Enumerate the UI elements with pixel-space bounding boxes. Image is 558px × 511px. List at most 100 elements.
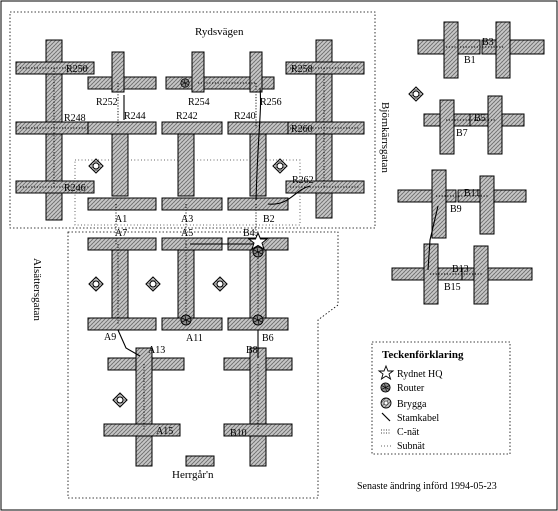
building-r240-h bbox=[227, 121, 289, 135]
router-icon bbox=[252, 314, 264, 326]
building-a3-v bbox=[177, 133, 195, 197]
district-outlines bbox=[9, 11, 376, 499]
building-a1-h bbox=[87, 197, 157, 211]
label-a13: A13 bbox=[148, 345, 165, 356]
building-a15-h bbox=[103, 423, 181, 437]
c-net-lines bbox=[20, 46, 504, 430]
building-a7-v bbox=[111, 249, 129, 319]
label-r250: R250 bbox=[66, 64, 88, 75]
building-r244-h bbox=[87, 121, 157, 135]
label-r260: R260 bbox=[291, 124, 313, 135]
label-r258: R258 bbox=[291, 64, 313, 75]
building-r262-h bbox=[285, 180, 365, 194]
building-a1-v bbox=[111, 133, 129, 197]
bridges bbox=[88, 86, 424, 408]
label-b10: B10 bbox=[230, 428, 247, 439]
trunk-r256-b2 bbox=[255, 87, 262, 201]
label-b11: B11 bbox=[464, 188, 480, 199]
hq-star-icon bbox=[377, 364, 395, 381]
buildings-north bbox=[15, 39, 365, 221]
label-r242: R242 bbox=[176, 111, 198, 122]
trunk-cables bbox=[117, 87, 439, 358]
label-b5: B5 bbox=[474, 113, 486, 124]
building-r246-h bbox=[15, 180, 95, 194]
label-a7: A7 bbox=[115, 228, 127, 239]
building-b2-v bbox=[249, 133, 267, 197]
trunk-b9-b13 bbox=[427, 205, 439, 271]
building-a11-h bbox=[161, 317, 223, 331]
bridge-icon bbox=[408, 86, 424, 102]
legend-box bbox=[371, 341, 511, 455]
label-b1: B1 bbox=[464, 55, 476, 66]
building-b15-v bbox=[473, 245, 489, 305]
label-r240: R240 bbox=[234, 111, 256, 122]
label-b7: B7 bbox=[456, 128, 468, 139]
router-icon bbox=[180, 78, 190, 88]
label-a15: A15 bbox=[156, 426, 173, 437]
legend-title: Teckenförklaring bbox=[382, 349, 464, 361]
building-b1-v bbox=[443, 21, 459, 79]
bridge-icon bbox=[212, 276, 228, 292]
building-b9-v bbox=[431, 169, 447, 239]
building-r250-h bbox=[15, 61, 95, 75]
router-icon bbox=[180, 314, 192, 326]
building-a9-h bbox=[87, 317, 157, 331]
legend-hq: Rydnet HQ bbox=[397, 369, 443, 380]
label-r256: R256 bbox=[260, 97, 282, 108]
legend: Teckenförklaring Rydnet HQ Router Brygga… bbox=[371, 341, 511, 455]
district-ryd-north bbox=[9, 11, 376, 229]
district-center bbox=[67, 231, 339, 499]
bridge-icon bbox=[112, 392, 128, 408]
label-r248: R248 bbox=[64, 113, 86, 124]
bridge-icon bbox=[88, 158, 104, 174]
label-b4: B4 bbox=[243, 228, 255, 239]
building-b5-v bbox=[487, 95, 503, 155]
trunk-a9-a13 bbox=[117, 329, 141, 357]
label-b3: B3 bbox=[482, 37, 494, 48]
label-r262: R262 bbox=[292, 175, 314, 186]
trunk-b2-r262 bbox=[267, 185, 311, 205]
last-updated: Senaste ändring införd 1994-05-23 bbox=[357, 481, 497, 492]
label-r244: R244 bbox=[124, 111, 146, 122]
building-b11-v bbox=[479, 175, 495, 235]
router-icon bbox=[380, 382, 391, 393]
building-herrgarn bbox=[185, 455, 215, 467]
label-a5: A5 bbox=[181, 228, 193, 239]
legend-cnat: C-nät bbox=[397, 427, 419, 438]
bridge-icon bbox=[380, 397, 392, 409]
label-b15: B15 bbox=[444, 282, 461, 293]
label-r246: R246 bbox=[64, 183, 86, 194]
trunk-cable-icon bbox=[381, 412, 391, 422]
building-r242-h bbox=[161, 121, 223, 135]
label-b2: B2 bbox=[263, 214, 275, 225]
c-net-icon bbox=[381, 429, 391, 434]
building-b7-v bbox=[439, 99, 455, 155]
rydnet-hq-icon bbox=[247, 231, 269, 251]
street-bjornkarrsgatan: Björnkärrsgatan bbox=[379, 102, 391, 173]
label-b9: B9 bbox=[450, 204, 462, 215]
label-b6: B6 bbox=[262, 333, 274, 344]
label-r254: R254 bbox=[188, 97, 210, 108]
label-r252: R252 bbox=[96, 97, 118, 108]
street-alsattersgatan: Alsättersgatan bbox=[31, 258, 43, 321]
buildings-center bbox=[87, 237, 293, 467]
legend-subnat: Subnät bbox=[397, 441, 425, 452]
bridge-icon bbox=[272, 158, 288, 174]
building-a7-h bbox=[87, 237, 157, 251]
building-b3-v bbox=[495, 21, 511, 79]
legend-router: Router bbox=[397, 383, 425, 394]
street-herrgarn: Herrgår'n bbox=[172, 469, 214, 481]
building-a3-h bbox=[161, 197, 223, 211]
label-a11: A11 bbox=[186, 333, 203, 344]
legend-brygga: Brygga bbox=[397, 399, 427, 410]
building-labels: R250 R258 R252 R254 R256 R248 R244 R242 … bbox=[64, 37, 494, 439]
label-b8: B8 bbox=[246, 345, 258, 356]
street-rydsvagen: Rydsvägen bbox=[195, 26, 244, 38]
label-a9: A9 bbox=[104, 332, 116, 343]
building-r254-v bbox=[191, 51, 205, 93]
router-icon bbox=[252, 246, 264, 258]
label-a1: A1 bbox=[115, 214, 127, 225]
bridge-icon bbox=[88, 276, 104, 292]
